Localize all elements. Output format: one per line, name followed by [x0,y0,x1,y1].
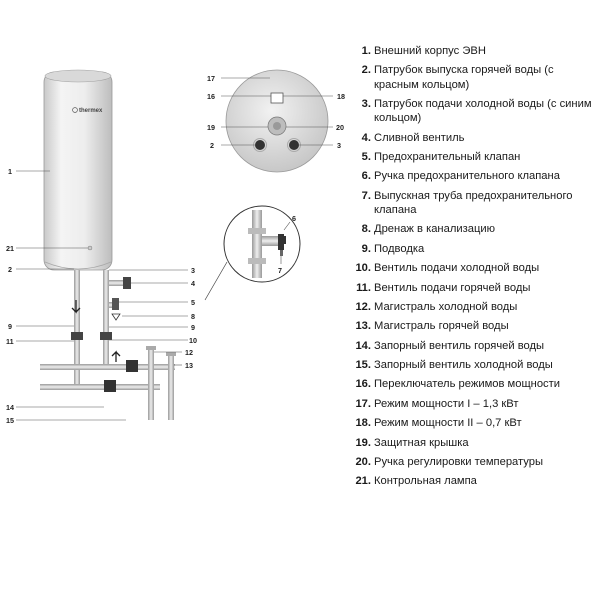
legend-item: 8.Дренаж в канализацию [361,223,496,236]
safety-valve [112,298,119,310]
cold-inlet-valve [100,332,112,340]
callout-6: 6 [292,214,296,223]
installation-diagram: thermex [6,69,345,425]
callout-15: 15 [6,416,14,425]
callout-3: 3 [191,266,195,275]
legend-item: 1.Внешний корпус ЭВН [361,45,486,57]
callout-5: 5 [191,298,195,307]
cold-shutoff-valve [126,360,138,372]
hot-outlet-nozzle [255,140,265,150]
callout-8: 8 [191,312,195,321]
callout-4: 4 [191,279,195,288]
callout-9-right: 9 [191,323,195,332]
control-lamp [87,245,93,251]
callout-11: 11 [6,337,14,346]
legend-item: 17.Режим мощности I – 1,3 кВт [355,397,519,410]
callout-1: 1 [8,167,12,176]
safety-valve-detail [204,205,301,301]
leader-lines [16,77,333,421]
piping [40,270,176,420]
callout-21: 21 [6,244,14,253]
water-heater-tank: thermex [43,69,113,271]
callout-14: 14 [6,403,14,412]
legend-item: 21.Контрольная лампа [355,475,477,488]
callout-2: 2 [8,265,12,274]
callout-17: 17 [207,74,215,83]
callout-20: 20 [336,123,344,132]
legend-item: 7.Выпускная труба предохранительного кла… [361,189,573,216]
legend-item: 12.Магистраль холодной воды [355,300,518,313]
hot-shutoff-valve [104,380,116,392]
legend-item: 18.Режим мощности II – 0,7 кВт [355,417,522,430]
legend-item: 16.Переключатель режимов мощности [355,378,561,391]
legend-item: 13.Магистраль горячей воды [355,320,509,333]
legend-item: 15.Запорный вентиль холодной воды [355,359,553,372]
callout-7: 7 [278,266,282,275]
drain-valve [123,277,131,289]
brand-text: thermex [79,108,103,114]
callout-10: 10 [189,336,197,345]
legend-item: 9.Подводка [361,242,425,255]
legend-item: 6.Ручка предохранительного клапана [361,170,560,183]
legend-item: 19.Защитная крышка [355,436,469,449]
legend-item: 11.Вентиль подачи горячей воды [356,281,531,294]
legend-item: 2.Патрубок выпуска горячей воды (с красн… [361,64,554,91]
callout-2-top: 2 [210,141,214,150]
callout-9-left: 9 [8,322,12,331]
callout-labels: 1 21 2 9 11 14 15 3 4 5 8 9 10 12 13 17 … [6,74,345,425]
mode-switch [270,92,284,104]
legend-item: 3.Патрубок подачи холодной воды (с синим… [361,97,592,125]
callout-3-top: 3 [337,141,341,150]
cold-inlet-nozzle [289,140,299,150]
legend-item: 5.Предохранительный клапан [361,150,521,163]
hot-outlet-valve [71,332,83,340]
legend-item: 4.Сливной вентиль [361,131,465,144]
callout-16: 16 [207,92,215,101]
legend-list: 1.Внешний корпус ЭВН 2.Патрубок выпуска … [352,44,598,494]
legend-item: 14.Запорный вентиль горячей воды [355,339,545,352]
tank-bottom-view [225,69,329,173]
callout-19: 19 [207,123,215,132]
callout-18: 18 [337,92,345,101]
legend-item: 20.Ручка регулировки температуры [355,456,544,469]
thermex-logo: thermex [72,107,103,114]
callout-13: 13 [185,361,193,370]
legend-item: 10.Вентиль подачи холодной воды [355,262,540,275]
callout-12: 12 [185,348,193,357]
